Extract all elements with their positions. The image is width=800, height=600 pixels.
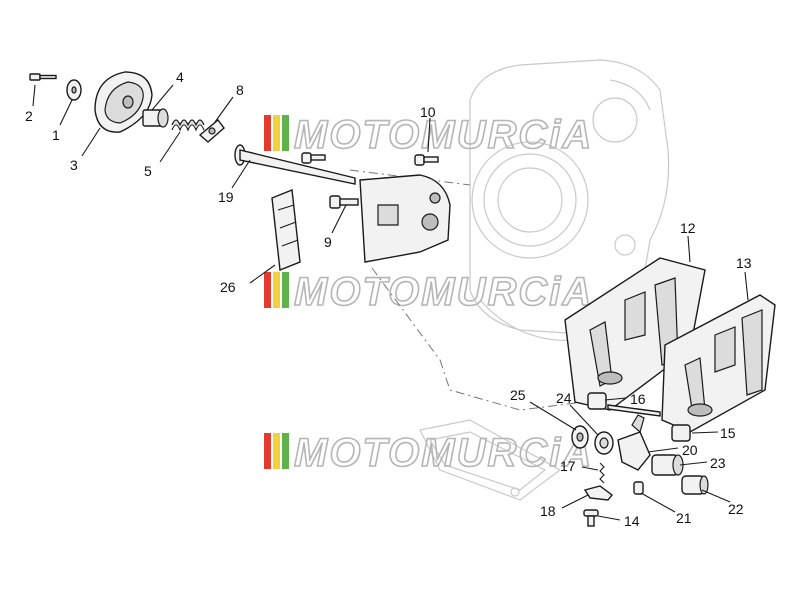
- watermark-bottom: MOTOMURCiA: [264, 430, 593, 476]
- callout-23: 23: [710, 455, 726, 471]
- part-bushing-24: [594, 431, 614, 455]
- part-roller-23: [651, 454, 684, 476]
- part-cap-15: [671, 424, 691, 442]
- part-bolt-9: [329, 195, 359, 209]
- callout-21: 21: [676, 510, 692, 526]
- callout-18: 18: [540, 503, 556, 519]
- assembly-axis-line: [371, 267, 601, 411]
- part-spring-5: [171, 119, 205, 132]
- part-bracket-18: [583, 485, 613, 501]
- callout-2: 2: [25, 108, 33, 124]
- part-shaft-19: [234, 144, 356, 185]
- callout-15: 15: [720, 425, 736, 441]
- callout-24: 24: [556, 390, 572, 406]
- watermark-text: MOTOMURCiA: [294, 270, 593, 314]
- callout-1: 1: [52, 127, 60, 143]
- part-bracket-plate: [359, 174, 451, 263]
- part-bolt-10-b: [414, 154, 439, 166]
- watermark-text: MOTOMURCiA: [294, 431, 593, 475]
- callout-13: 13: [736, 255, 752, 271]
- callout-labels: 2 1 3 4 5 8 10 19 9 26 12 13 25 24 16 15…: [25, 69, 752, 529]
- part-kit-13: [661, 294, 776, 433]
- callout-26: 26: [220, 279, 236, 295]
- engine-casing-outline: [419, 59, 670, 501]
- callout-9: 9: [324, 234, 332, 250]
- part-gear-plate-3: [94, 71, 153, 133]
- callout-4: 4: [176, 69, 184, 85]
- callout-19: 19: [218, 189, 234, 205]
- watermark-top: MOTOMURCiA: [264, 112, 593, 158]
- callout-5: 5: [144, 163, 152, 179]
- part-cap-16: [587, 392, 607, 410]
- callout-3: 3: [70, 157, 78, 173]
- part-guide-plate-26: [271, 189, 301, 271]
- watermark-text: MOTOMURCiA: [294, 113, 593, 157]
- callout-12: 12: [680, 220, 696, 236]
- part-pin-16: [607, 404, 661, 417]
- part-washer-1: [66, 79, 82, 101]
- part-clip-8: [198, 118, 225, 143]
- callout-17: 17: [560, 458, 576, 474]
- part-roller-22: [681, 475, 709, 495]
- callout-14: 14: [624, 513, 640, 529]
- part-bolt-2: [29, 73, 57, 81]
- part-bushing-4: [142, 108, 169, 128]
- callout-16: 16: [630, 391, 646, 407]
- callout-10: 10: [420, 104, 436, 120]
- callout-25: 25: [510, 387, 526, 403]
- part-washer-25: [571, 425, 589, 449]
- callout-20: 20: [682, 442, 698, 458]
- part-kit-12: [564, 257, 706, 411]
- part-pin-21: [633, 481, 644, 495]
- callout-8: 8: [236, 82, 244, 98]
- part-selector-fork-20: [617, 414, 651, 471]
- watermark-middle: MOTOMURCiA: [264, 269, 593, 315]
- callout-22: 22: [728, 501, 744, 517]
- part-screw-14: [583, 509, 599, 527]
- part-bolt-10-a: [301, 152, 326, 164]
- part-spring-17: [599, 462, 605, 484]
- leader-lines: [32, 84, 749, 521]
